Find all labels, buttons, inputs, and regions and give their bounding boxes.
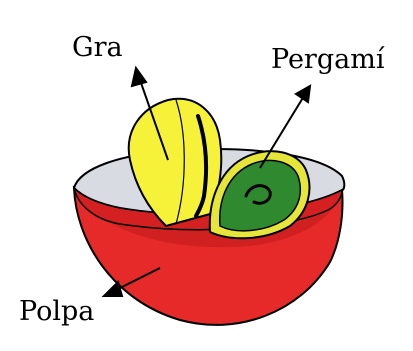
- label-pergami: Pergamí: [271, 46, 384, 73]
- label-polpa: Polpa: [19, 298, 94, 325]
- label-gra: Gra: [72, 34, 123, 61]
